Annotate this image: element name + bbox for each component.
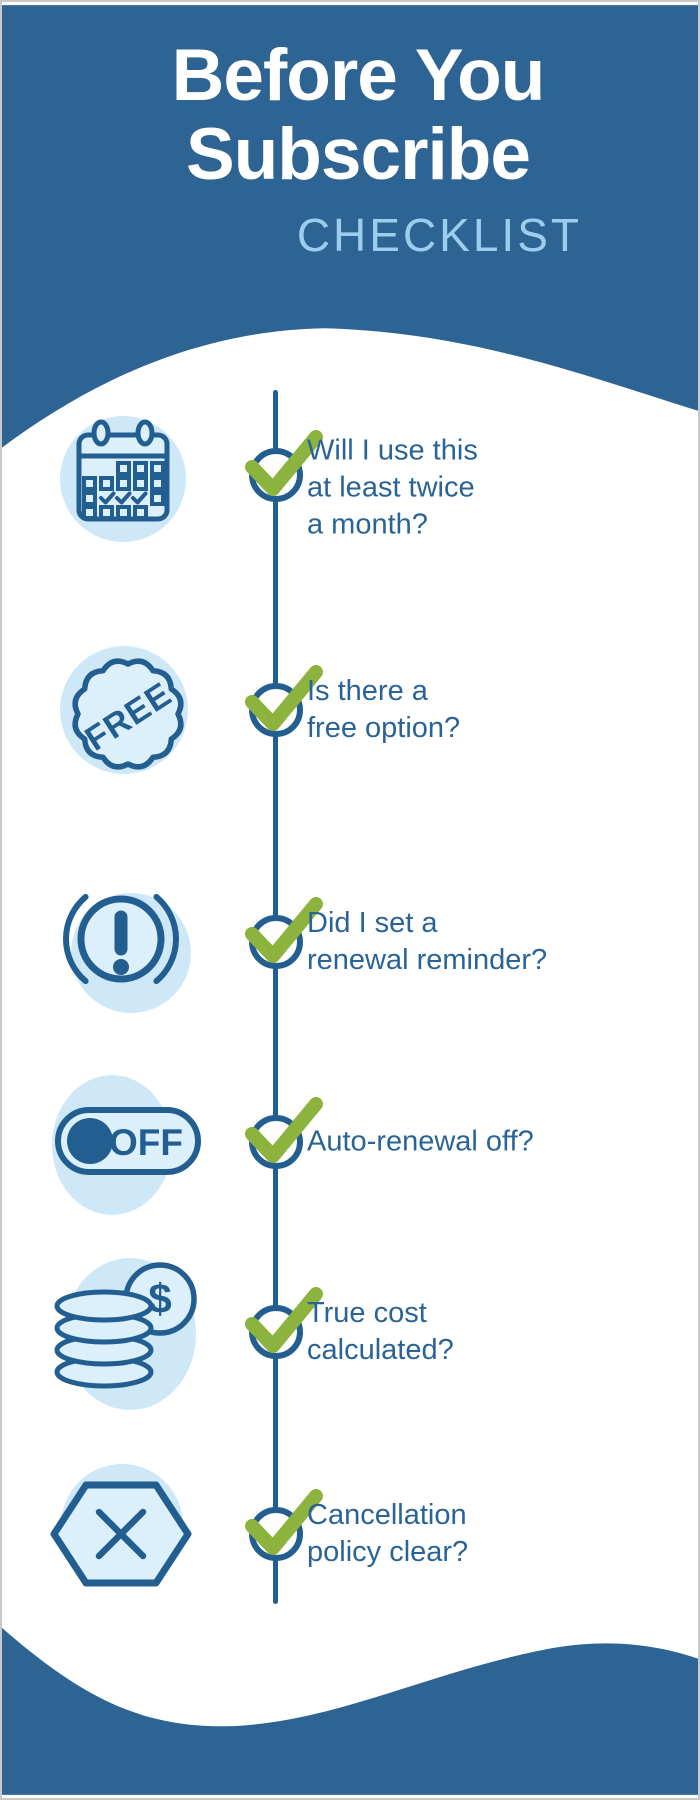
check-icon: [245, 1097, 323, 1163]
question-line: Did I set a: [307, 907, 438, 939]
check-icon: [245, 1489, 323, 1555]
question-line: policy clear?: [307, 1536, 469, 1568]
alert-icon: [62, 893, 191, 1013]
check-icon: [245, 897, 323, 963]
timeline-line: [273, 390, 278, 1604]
free-badge-icon: FREE: [60, 646, 188, 774]
question-line: free option?: [307, 712, 461, 744]
toggle-off-icon: OFF: [52, 1075, 201, 1215]
cancel-hexagon-icon: [50, 1464, 192, 1587]
check-icon: [245, 665, 323, 731]
question-line: calculated?: [307, 1334, 454, 1366]
question-line: at least twice: [307, 471, 475, 504]
bottom-wave: [2, 1627, 698, 1795]
question-text: True cost calculated?: [307, 1295, 667, 1369]
toggle-off-label: OFF: [109, 1122, 183, 1163]
title-line-1: Before You: [171, 35, 546, 116]
coins-icon: $: [54, 1258, 197, 1410]
question-line: Cancellation: [307, 1499, 467, 1531]
question-text: Is there a free option?: [307, 673, 667, 747]
title-line-2: Subscribe: [186, 114, 531, 195]
page-subtitle: CHECKLIST: [296, 209, 582, 261]
question-line: renewal reminder?: [307, 944, 548, 976]
question-text: Cancellation policy clear?: [307, 1497, 667, 1571]
check-icon: [245, 1287, 323, 1353]
question-text: Did I set a renewal reminder?: [307, 905, 667, 979]
question-text: Will I use this at least twice a month?: [307, 433, 667, 544]
question-line: True cost: [307, 1297, 427, 1329]
calendar-icon: [60, 416, 186, 542]
header: Before You Subscribe CHECKLIST: [2, 36, 698, 262]
page-title: Before You Subscribe: [10, 35, 698, 195]
question-text: Auto-renewal off?: [307, 1124, 667, 1161]
dollar-sign: $: [148, 1275, 171, 1322]
question-line: a month?: [307, 508, 428, 541]
question-line: Auto-renewal off?: [307, 1125, 534, 1158]
question-line: Will I use this: [307, 434, 478, 467]
question-line: Is there a: [307, 675, 428, 707]
top-wave: [2, 5, 698, 448]
check-icon: [245, 430, 323, 496]
